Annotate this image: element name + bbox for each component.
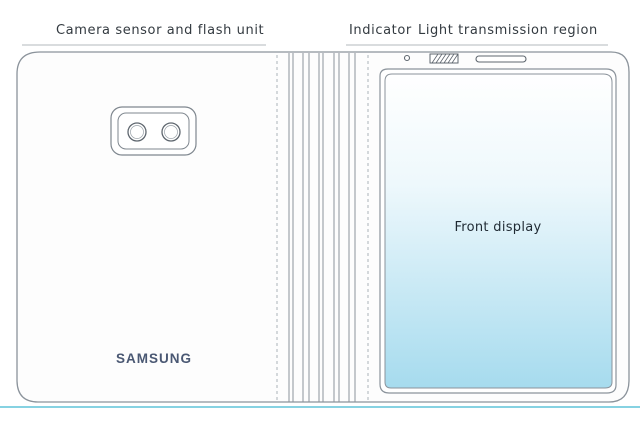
hinge-lines bbox=[288, 53, 356, 402]
brand-logo-text: SAMSUNG bbox=[115, 351, 192, 366]
front-display-area bbox=[384, 73, 613, 389]
camera-sensor-label: Camera sensor and flash unit bbox=[56, 23, 265, 38]
front-display-label: Front display bbox=[454, 220, 542, 235]
earpiece-slot bbox=[475, 55, 527, 63]
indicator-icon bbox=[403, 54, 411, 62]
indicator-label: Indicator bbox=[349, 23, 412, 38]
light-transmission-sensor bbox=[429, 53, 459, 64]
light-transmission-label: Light transmission region bbox=[418, 23, 598, 38]
